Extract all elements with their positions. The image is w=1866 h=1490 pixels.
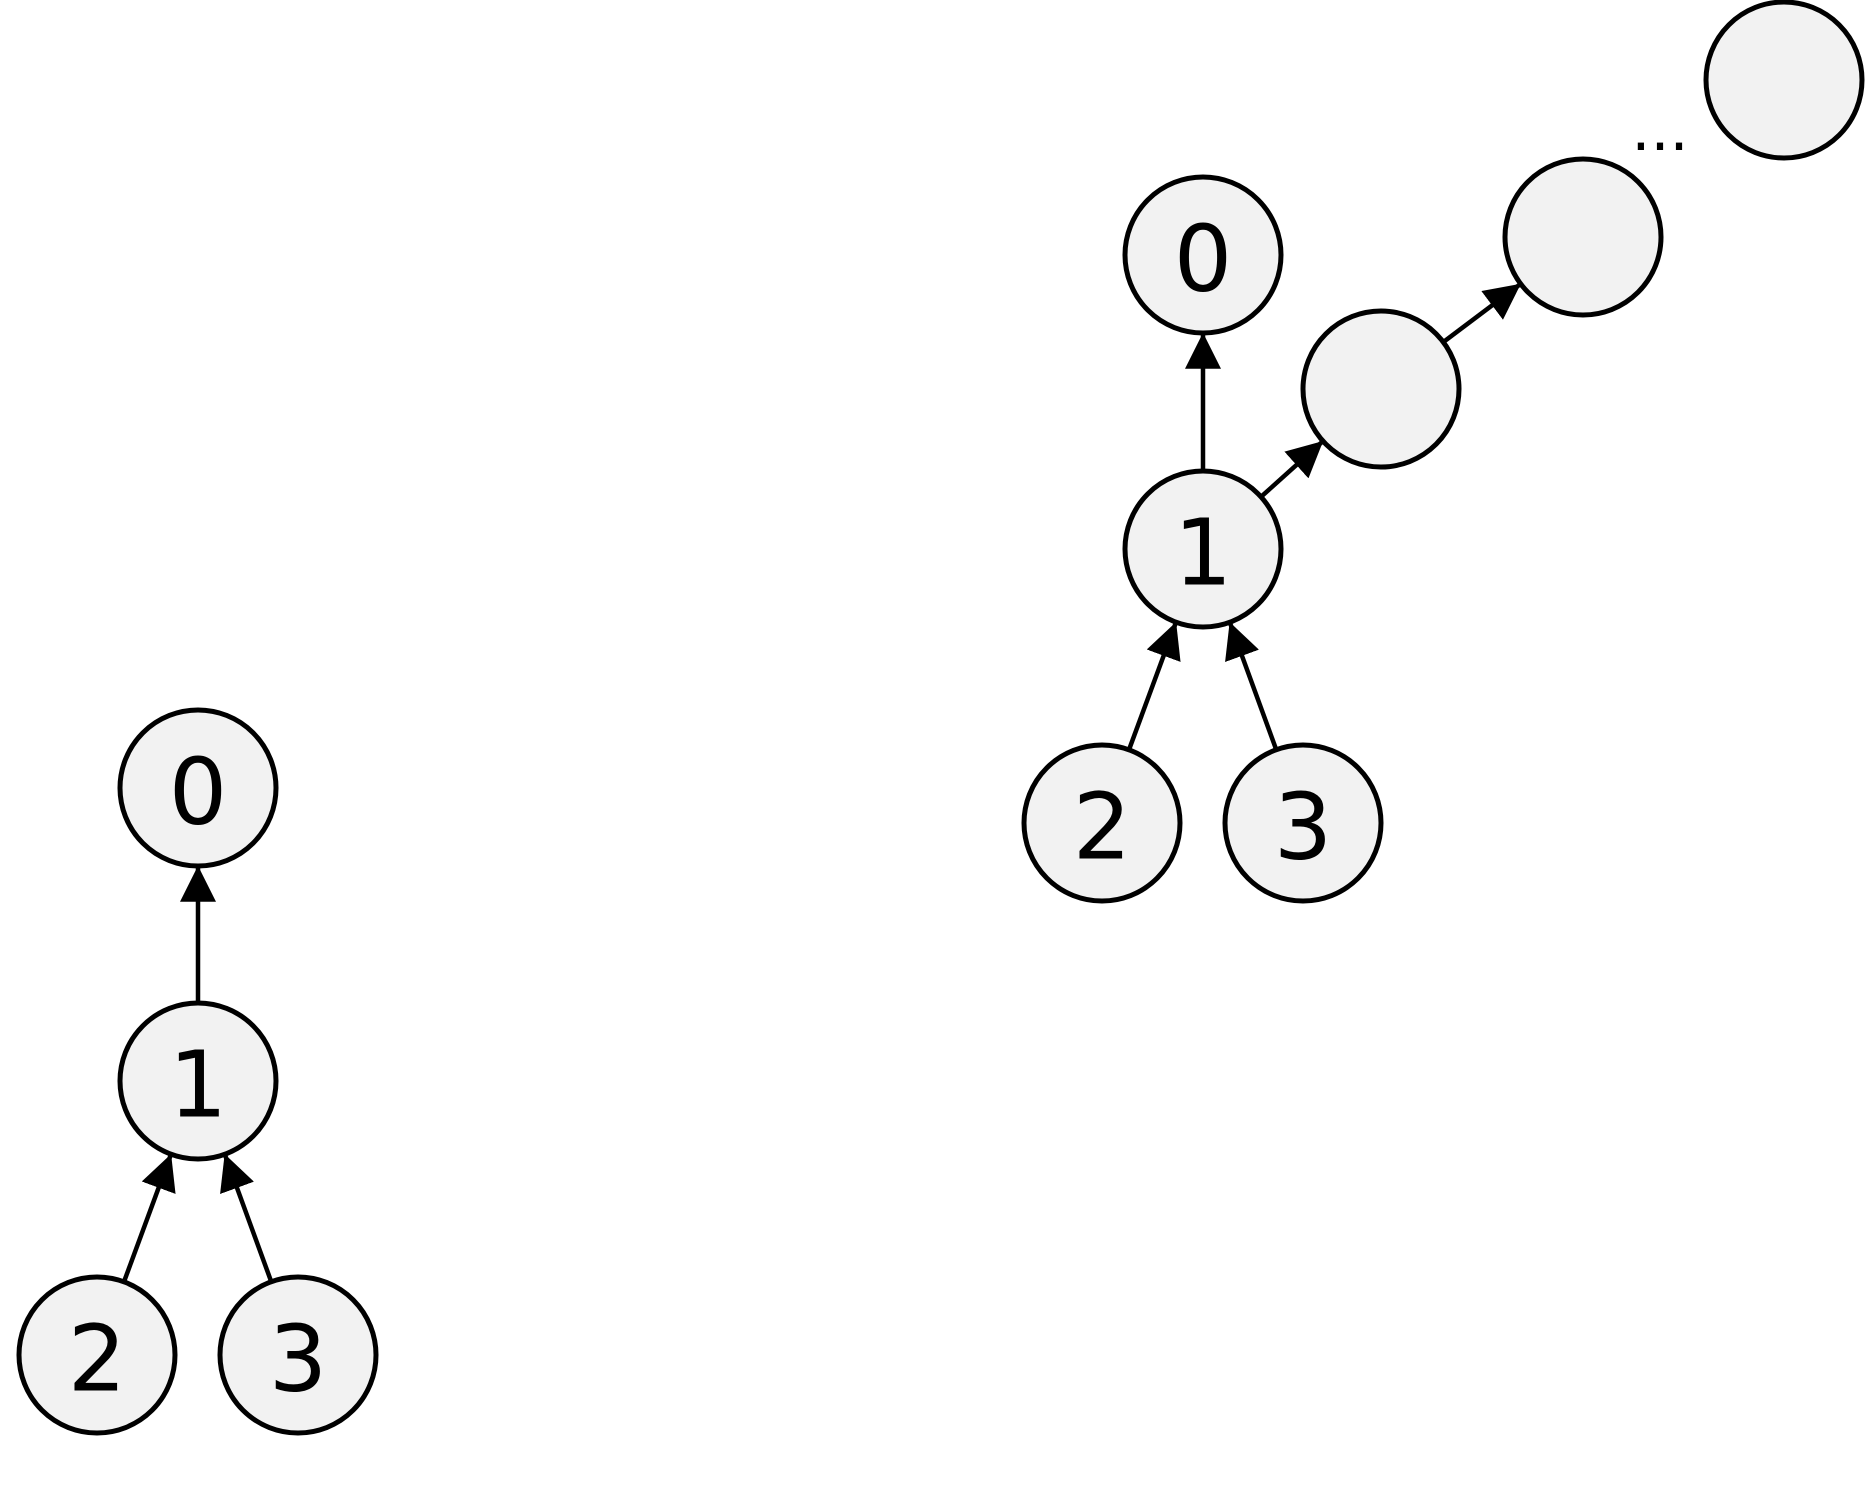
node-circle [1122, 468, 1284, 630]
edges-layer [121, 283, 1521, 1283]
tree-node-l1: 1 [117, 1000, 279, 1162]
node-label: 3 [269, 1306, 328, 1413]
node-label: 2 [68, 1306, 127, 1413]
node-label: 1 [1174, 500, 1233, 607]
continuation-ellipsis: ... [1631, 95, 1688, 165]
tree-node-c1 [1300, 308, 1462, 470]
tree-node-r2: 2 [1021, 742, 1183, 904]
node-circle [1300, 308, 1462, 470]
node-label: 2 [1073, 774, 1132, 881]
edge-arrow-c1-to-c2 [1441, 283, 1521, 344]
tree-node-l3: 3 [217, 1274, 379, 1436]
node-circle [1021, 742, 1183, 904]
node-circle [1502, 156, 1664, 318]
edge-arrow-r3-to-r1 [1225, 622, 1279, 751]
tree-node-r1: 1 [1122, 468, 1284, 630]
node-circle [1222, 742, 1384, 904]
node-label: 3 [1274, 774, 1333, 881]
node-label: 0 [1174, 206, 1233, 313]
node-label: 1 [169, 1032, 228, 1139]
node-circle [117, 707, 279, 869]
tree-node-l2: 2 [16, 1274, 178, 1436]
node-circle [217, 1274, 379, 1436]
edge-arrow-l3-to-l1 [220, 1154, 274, 1283]
node-circle [16, 1274, 178, 1436]
edge-arrow-r2-to-r1 [1126, 621, 1181, 751]
node-label: 0 [169, 739, 228, 846]
tree-node-r3: 3 [1222, 742, 1384, 904]
node-circle [1703, 0, 1865, 161]
tree-node-c2 [1502, 156, 1664, 318]
node-circle [117, 1000, 279, 1162]
nodes-layer: 0 1 2 3 0 1 2 3 [16, 0, 1865, 1436]
tree-node-c3 [1703, 0, 1865, 161]
tree-node-l0: 0 [117, 707, 279, 869]
edge-arrow-r1-to-c1 [1259, 440, 1324, 499]
edge-arrow-l2-to-l1 [121, 1153, 176, 1283]
tree-node-r0: 0 [1122, 174, 1284, 336]
node-circle [1122, 174, 1284, 336]
